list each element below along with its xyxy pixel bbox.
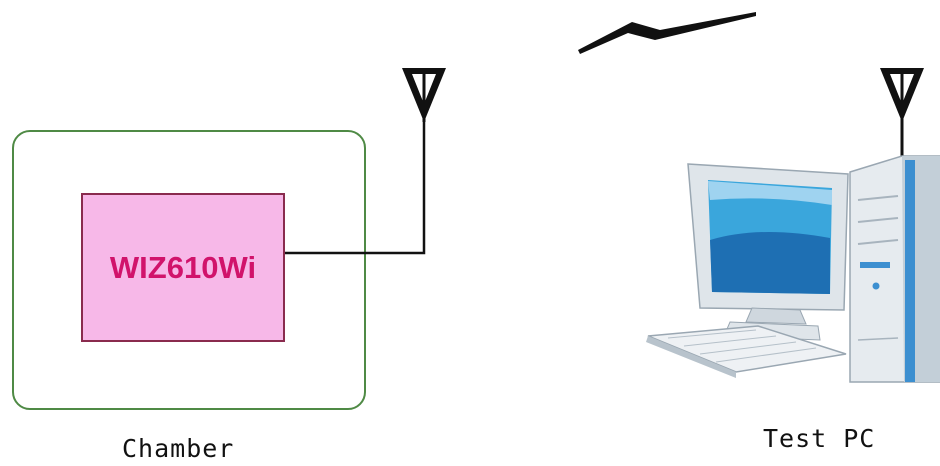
chamber-box [12, 130, 366, 410]
device-label: WIZ610Wi [109, 249, 257, 285]
chamber-label: Chamber [122, 434, 235, 463]
device-module: WIZ610Wi [81, 193, 285, 342]
computer-icon [646, 155, 940, 383]
antenna-cable [285, 122, 426, 255]
antenna-icon [402, 68, 446, 122]
test-pc-label: Test PC [763, 424, 876, 453]
antenna-icon [880, 68, 924, 160]
wireless-link-icon [578, 12, 756, 54]
